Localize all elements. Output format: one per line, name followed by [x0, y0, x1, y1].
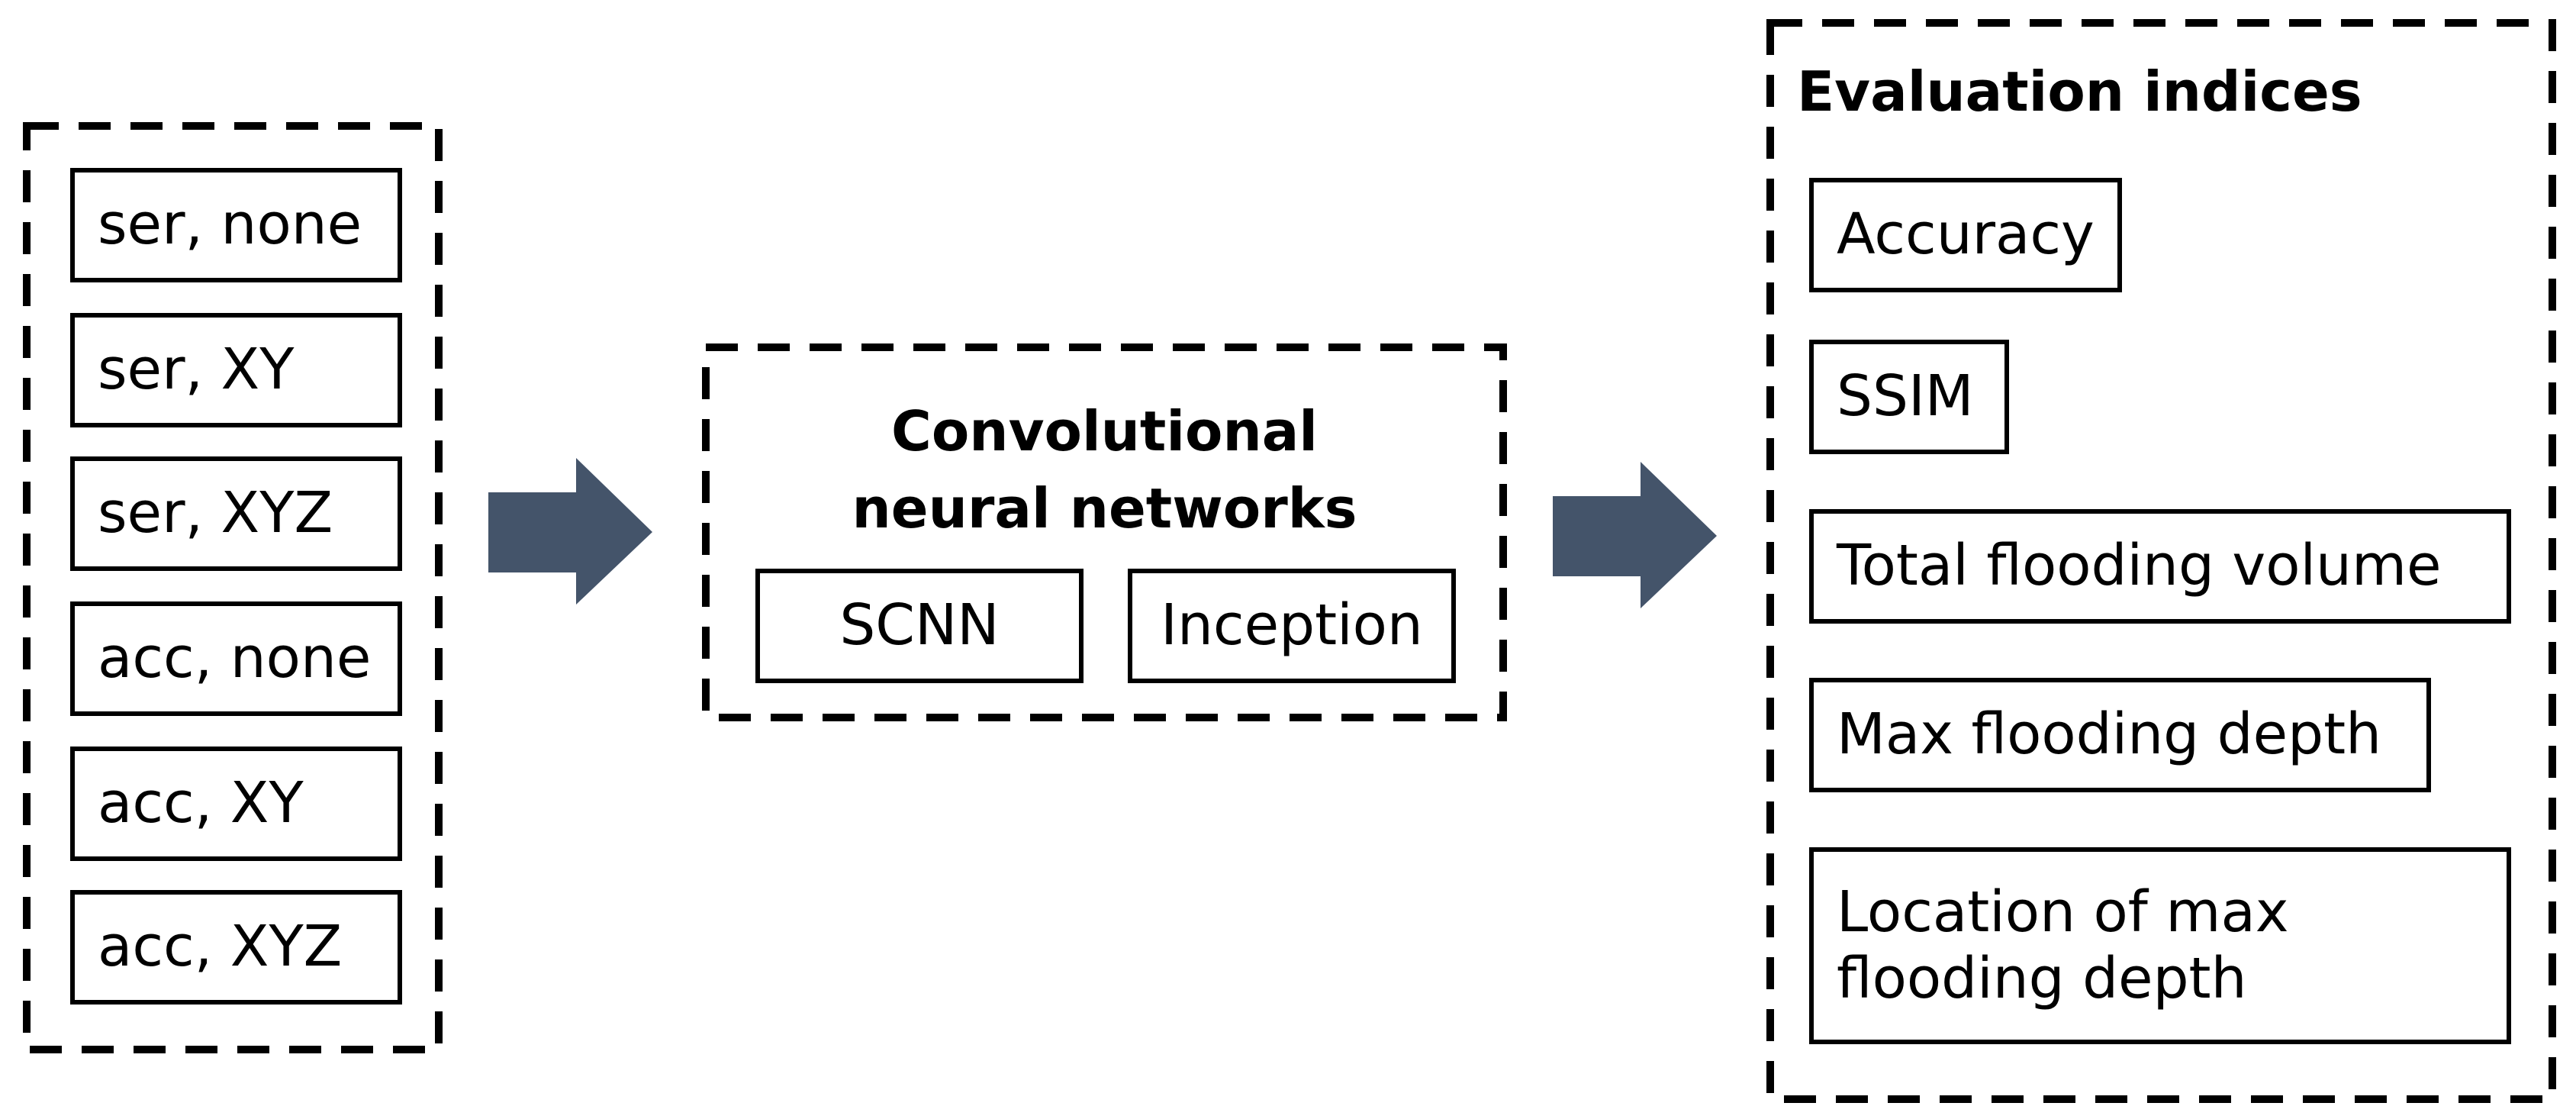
input-item: ser, none — [70, 168, 402, 282]
input-item: ser, XYZ — [70, 456, 402, 571]
input-item: acc, XYZ — [70, 890, 402, 1005]
input-item: ser, XY — [70, 313, 402, 427]
network-item: SCNN — [755, 569, 1084, 683]
evaluation-group: Evaluation indices Accuracy SSIM Total f… — [1766, 19, 2556, 1103]
arrow-right-icon — [1553, 462, 1717, 608]
cnn-group: Convolutional neural networks SCNN Incep… — [702, 343, 1507, 721]
evaluation-item: Total flooding volume — [1809, 509, 2511, 624]
evaluation-group-dashed-border — [1766, 19, 2556, 1103]
input-group-dashed-border — [23, 122, 443, 1053]
input-item: acc, none — [70, 601, 402, 716]
evaluation-group-title: Evaluation indices — [1797, 60, 2362, 124]
cnn-group-title: Convolutional neural networks — [852, 399, 1357, 540]
input-item: acc, XY — [70, 747, 402, 861]
arrow-right-icon — [488, 458, 652, 605]
evaluation-item: SSIM — [1809, 340, 2009, 454]
evaluation-item: Location of max flooding depth — [1809, 847, 2511, 1044]
cnn-group-dashed-border — [702, 343, 1507, 721]
input-configurations-group: ser, none ser, XY ser, XYZ acc, none acc… — [23, 122, 443, 1053]
evaluation-item: Max flooding depth — [1809, 678, 2431, 792]
network-item: Inception — [1128, 569, 1456, 683]
evaluation-item: Accuracy — [1809, 178, 2122, 292]
